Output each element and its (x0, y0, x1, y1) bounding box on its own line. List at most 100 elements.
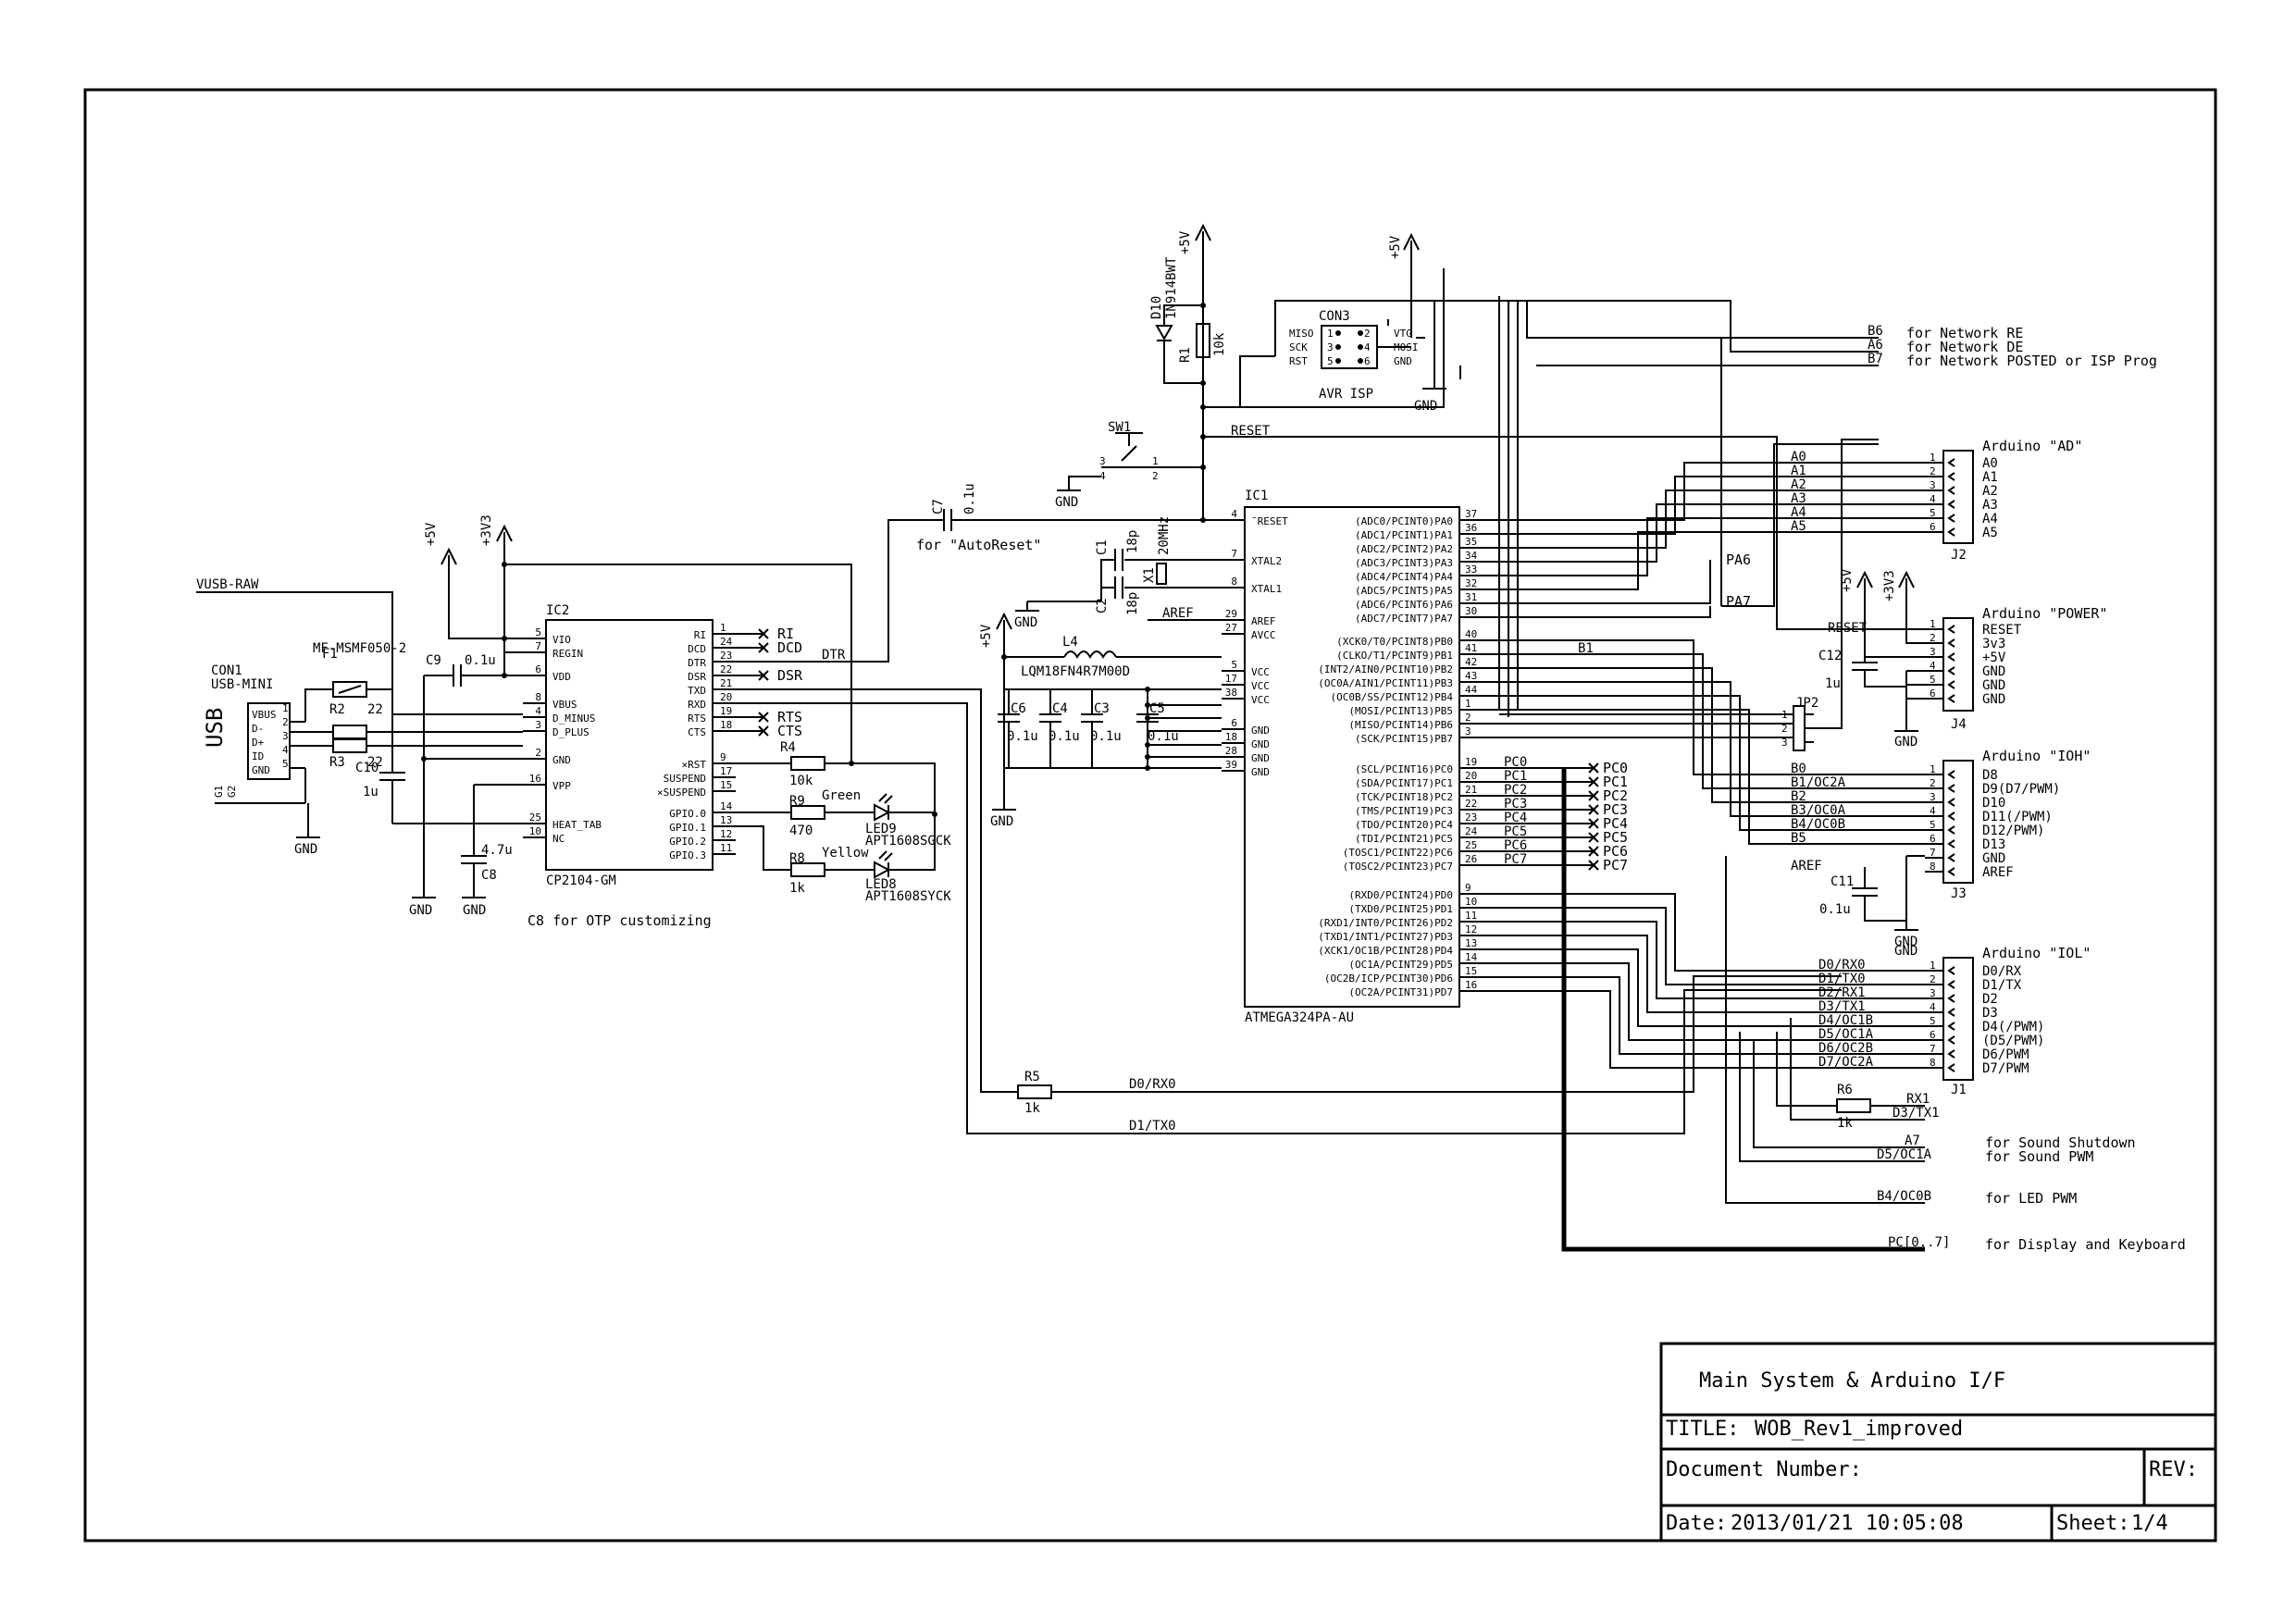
ic1-pin-label: GND (1251, 766, 1270, 778)
ic1-name: IC1 (1245, 489, 1268, 503)
ic1-pin-number: 10 (1465, 896, 1477, 908)
connector-net-label: AREF (1791, 859, 1822, 873)
note-network-posted: for Network POSTED or ISP Prog (1906, 353, 2157, 369)
pc-net-mark: PC1 (1603, 774, 1628, 790)
ic1-pin-label: VCC (1251, 680, 1270, 692)
nc-cross (1588, 762, 1599, 774)
nc-cross (758, 642, 769, 653)
ic1-part: ATMEGA324PA-AU (1245, 1010, 1354, 1025)
ic2-pin-number: 12 (720, 828, 732, 840)
connector-pin-mark (1947, 486, 1955, 495)
sw-pin: 2 (1152, 470, 1159, 482)
connector-net-label: A3 (1791, 491, 1806, 506)
ic2-pin-number: 22 (720, 663, 732, 675)
connector-pin-mark (1947, 1022, 1955, 1031)
ic1-pin-number: 22 (1465, 798, 1477, 810)
pc-net-label: PC5 (1504, 824, 1527, 839)
gnd-label: GND (1894, 735, 1917, 750)
ic1-pin-label: AVCC (1251, 629, 1276, 641)
connector-pin-label: A4 (1982, 512, 1998, 527)
porta-wire (1485, 517, 1925, 576)
ic2-pin-label: D_MINUS (552, 712, 595, 725)
net-rx1: RX1 (1906, 1092, 1930, 1107)
ic1-pin-number: 20 (1465, 770, 1477, 782)
ic1-pin-label: GND (1251, 738, 1270, 750)
j4-name: J4 (1951, 717, 1967, 732)
connector-net-label: B1/OC2A (1791, 775, 1846, 790)
connector-pin-label: A3 (1982, 498, 1998, 513)
connector-pin-number: 2 (1930, 777, 1936, 789)
note-display-keyboard: for Display and Keyboard (1985, 1236, 2186, 1253)
ic2-pin-label: GPIO.0 (669, 808, 706, 820)
net-vusb-raw: VUSB-RAW (196, 577, 259, 592)
c10-label: C10 (355, 761, 379, 775)
connector-pin-mark (1947, 680, 1955, 689)
connector-pin-number: 6 (1930, 688, 1936, 700)
power-section: +5V L4 LQM18FN4R7M00D AREF C60.1uC40.1uC… (979, 606, 1222, 829)
connector-pin-mark (1947, 798, 1955, 807)
ic1-pin-number: 32 (1465, 577, 1477, 589)
ic1-pin-number: 8 (1231, 576, 1237, 588)
ic1-pin-number: 9 (1465, 882, 1471, 894)
connector-pin-label: D8 (1982, 768, 1998, 783)
ic1-pin-number: 31 (1465, 591, 1477, 603)
title-label: TITLE: (1666, 1418, 1739, 1441)
ic1-pin-number: 21 (1465, 784, 1477, 796)
portb-wire (1485, 667, 1925, 803)
connector-net-label: D4/OC1B (1818, 1013, 1873, 1028)
p5v-label: +5V (1840, 568, 1855, 592)
r3-value: 22 (367, 755, 383, 770)
connector-pin-number: 3 (1930, 987, 1936, 999)
note-sound-shutdown: for Sound Shutdown (1985, 1134, 2136, 1151)
led8-label: LED8 (865, 877, 897, 892)
connector-pin-mark (1947, 1008, 1955, 1017)
pc-net-label: PC6 (1504, 838, 1527, 853)
d10-label: D10 (1149, 296, 1164, 319)
ic2-pin-label: VIO (552, 634, 571, 646)
connector-net-label: D0/RX0 (1818, 958, 1866, 973)
network-notes: B6 A6 B7 for Network RE for Network DE f… (1526, 301, 2157, 610)
gnd-label: GND (294, 842, 317, 857)
nc-rts: RTS (777, 709, 802, 725)
connector-pin-number: 7 (1930, 847, 1936, 859)
connector-pin-number: 3 (1930, 791, 1936, 803)
connector-net-label: B3/OC0A (1791, 803, 1846, 818)
ic2-pin-number: 16 (529, 773, 541, 785)
connector-pin-label: D13 (1982, 837, 2005, 852)
ic2-pin-number: 7 (535, 640, 541, 652)
x1-label: X1 (1142, 567, 1157, 583)
ic1-pin-number: 14 (1465, 951, 1478, 963)
cap-value: 0.1u (1049, 729, 1080, 744)
rev-label: REV: (2149, 1458, 2198, 1481)
connector-net-label: B2 (1791, 789, 1806, 804)
cap-label: C5 (1149, 701, 1165, 716)
ic2-pin-number: 21 (720, 677, 732, 689)
porta-wire (1485, 462, 1925, 521)
connector-pin-label: D2 (1982, 992, 1998, 1007)
connector-net-label: D3/TX1 (1818, 999, 1866, 1014)
net-pa7: PA7 (1726, 593, 1751, 610)
l4-part: LQM18FN4R7M00D (1021, 664, 1130, 679)
ic1-pin-number: 43 (1465, 670, 1477, 682)
gnd-label: GND (463, 903, 486, 918)
net-d3-tx1: D3/TX1 (1893, 1106, 1940, 1121)
ic2-right-pins: 1RI24DCD23DTR22DSR21TXD20RXD19RTS18CTS9×… (657, 622, 769, 861)
nc-cross (1588, 860, 1599, 871)
porta-wire (1485, 531, 1925, 590)
ic2-pin-label: HEAT_TAB (552, 819, 602, 831)
net-dtr: DTR (822, 648, 846, 663)
connector-pin-mark (1947, 853, 1955, 862)
ic2-pin-number: 14 (720, 800, 733, 812)
ic2-right-wiring: RI DCD DSR RTS CTS DTR C7 0.1u for "Auto… (736, 483, 1842, 1134)
j2-name: J2 (1951, 548, 1967, 563)
connector-pin-mark (1947, 784, 1955, 793)
led9-part: APT1608SGCK (865, 834, 951, 849)
ic2-pin-label: GPIO.1 (669, 822, 706, 834)
nc-dcd: DCD (777, 639, 802, 656)
ic2-pin-number: 13 (720, 814, 732, 826)
nc-cross (758, 670, 769, 681)
